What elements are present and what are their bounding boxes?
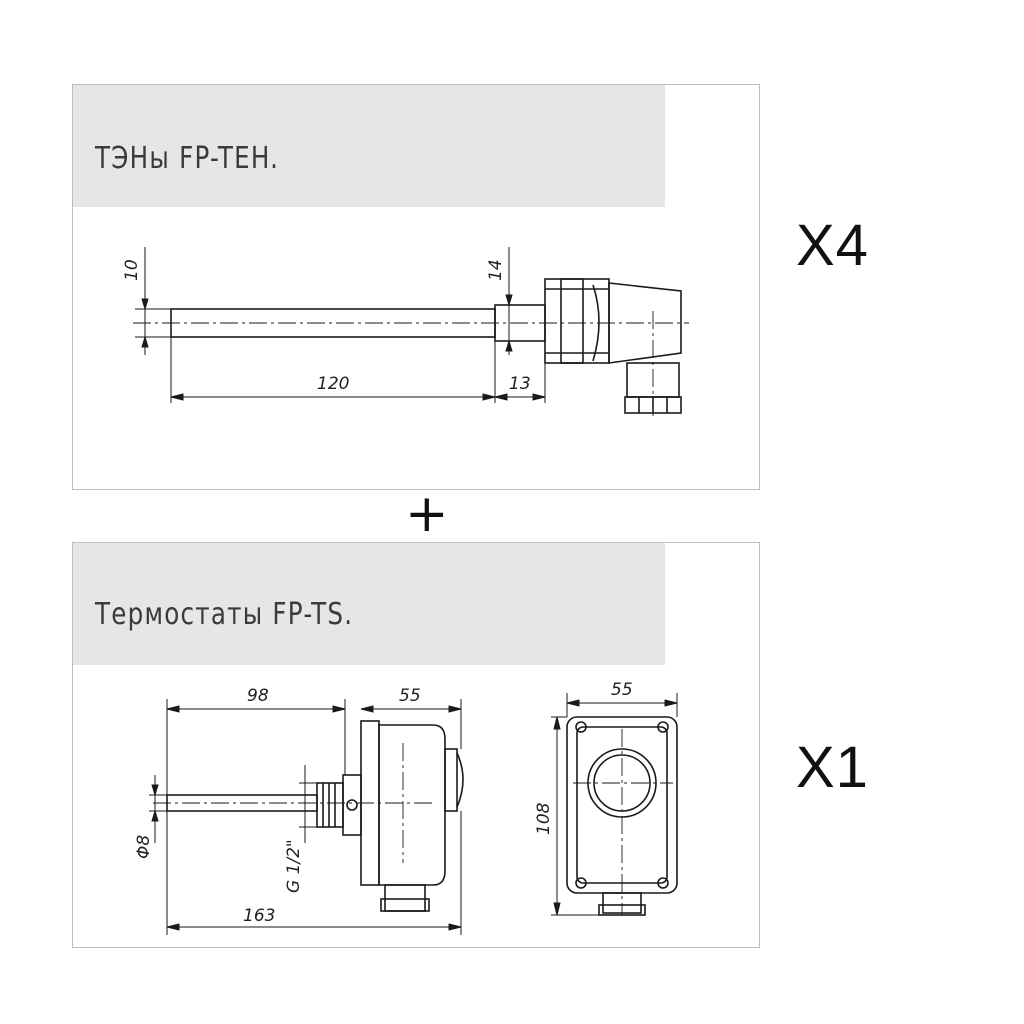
- heater-panel: ТЭНы FP-TEH.: [72, 84, 760, 490]
- thermostat-body: [378, 724, 446, 886]
- thermostat-title: Термостаты FP-TS.: [95, 597, 354, 632]
- thermostat-panel: Термостаты FP-TS.: [72, 542, 760, 948]
- dim-heater-neck: 14: [486, 259, 506, 281]
- dim-probe-diameter: Φ8: [134, 835, 154, 859]
- thermostat-quantity: X1: [796, 735, 869, 800]
- heater-title: ТЭНы FP-TEH.: [95, 141, 280, 176]
- thermostat-thread: [316, 782, 344, 828]
- heater-quantity: X4: [796, 213, 869, 278]
- dim-body-depth: 55: [399, 686, 421, 706]
- dim-thread: G 1/2": [284, 839, 304, 893]
- dim-height: 108: [534, 802, 554, 835]
- dim-front-width: 55: [611, 680, 633, 700]
- heater-header: ТЭНы FP-TEH.: [73, 85, 665, 207]
- dim-total-length: 163: [243, 906, 275, 926]
- thermostat-header: Термостаты FP-TS.: [73, 543, 665, 665]
- heater-connector: [608, 282, 682, 364]
- dim-heater-diameter: 10: [122, 259, 142, 281]
- thermostat-knob-side: [444, 748, 458, 812]
- thermostat-drawing: 98 55 55 108 Φ8 G 1/2" 163: [134, 680, 678, 935]
- dim-heater-thread: 13: [509, 374, 531, 394]
- dim-probe-length: 98: [247, 686, 269, 706]
- dim-heater-length: 120: [317, 374, 349, 394]
- plus-sign: +: [405, 484, 449, 544]
- heater-drawing: 10 14 120 13: [122, 247, 689, 419]
